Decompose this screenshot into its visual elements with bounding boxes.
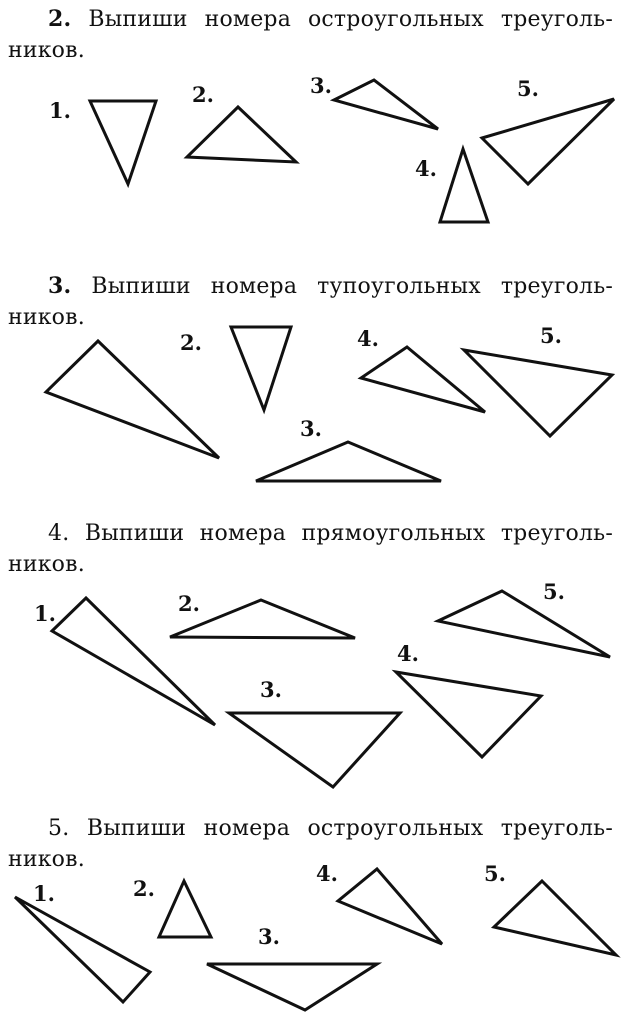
task-2-triangle-2 xyxy=(183,104,300,164)
task-2-number: 2. xyxy=(48,6,72,32)
task-4-triangle-4 xyxy=(391,669,545,760)
task-4-text: 4. Выпиши номера прямоугольных треуголь-… xyxy=(8,518,613,580)
task-5-label-2: 2. xyxy=(133,876,155,901)
task-4-triangle-2 xyxy=(169,598,356,640)
task-2-triangle-5 xyxy=(479,97,616,187)
task-4-figures: 1. 2. 5. 4. 3. xyxy=(0,580,630,800)
task-5-label-1: 1. xyxy=(33,881,55,906)
task-4-label-5: 5. xyxy=(543,580,565,604)
task-3-triangle-4 xyxy=(357,345,486,414)
task-5-figures: 1. 2. 4. 5. 3. xyxy=(0,860,630,1024)
task-3-svg: 2. 4. 5. 3. xyxy=(43,323,616,483)
task-2-triangle-1 xyxy=(87,99,159,189)
task-5-number: 5. xyxy=(48,816,70,841)
task-5-svg: 1. 2. 4. 5. 3. xyxy=(13,861,621,1012)
task-2-label-2: 2. xyxy=(192,82,214,107)
task-4-triangle-3 xyxy=(224,711,404,789)
task-5-label-4: 4. xyxy=(316,861,338,886)
task-3-figures: 2. 4. 5. 3. xyxy=(0,300,630,500)
task-3-triangle-1 xyxy=(43,338,221,460)
task-2-label-5: 5. xyxy=(517,76,539,101)
task-5-label-3: 3. xyxy=(258,924,280,949)
task-5-line2: ников. xyxy=(8,847,85,872)
task-2-line2: ников. xyxy=(8,38,85,63)
task-2-svg: 1. 2. 3. 4. 5. xyxy=(49,73,616,224)
task-3-label-2: 2. xyxy=(180,330,202,355)
task-5-label-5: 5. xyxy=(484,861,506,886)
task-5-triangle-4 xyxy=(335,866,444,946)
task-4-line1: Выпиши номера прямоугольных треуголь- xyxy=(84,521,613,546)
task-3-triangle-2 xyxy=(228,325,294,415)
task-3-number: 3. xyxy=(48,273,72,299)
task-3-line2: ников. xyxy=(8,305,85,330)
task-4-svg: 1. 2. 5. 4. 3. xyxy=(34,580,611,789)
task-3-triangle-3 xyxy=(255,440,442,483)
task-5-triangle-2 xyxy=(156,877,214,939)
task-2-label-3: 3. xyxy=(310,73,332,98)
task-2-label-4: 4. xyxy=(415,156,437,181)
task-4-triangle-1 xyxy=(49,595,217,727)
task-3-triangle-5 xyxy=(459,347,616,439)
task-2-label-1: 1. xyxy=(49,98,71,123)
task-4-line2: ников. xyxy=(8,552,85,577)
task-4-label-1: 1. xyxy=(34,601,56,626)
task-4-number: 4. xyxy=(48,521,70,546)
task-5-triangle-5 xyxy=(490,878,621,958)
task-4-label-4: 4. xyxy=(397,641,419,666)
task-5-text: 5. Выпиши номера остроугольных треуголь-… xyxy=(8,813,613,875)
task-3-label-3: 3. xyxy=(300,416,322,441)
task-2-triangle-3 xyxy=(329,78,439,131)
task-3-label-4: 4. xyxy=(357,326,379,351)
task-5-triangle-3 xyxy=(206,962,383,1012)
task-2-figures: 1. 2. 3. 4. 5. xyxy=(0,0,630,240)
task-5-line1: Выпиши номера остроугольных треуголь- xyxy=(86,816,613,841)
task-4-label-3: 3. xyxy=(260,677,282,702)
task-5-triangle-1 xyxy=(13,895,153,1005)
task-2-text: 2. Выпиши номера остроугольных треуголь-… xyxy=(8,4,613,66)
task-2-triangle-4 xyxy=(437,144,491,224)
task-3-label-5: 5. xyxy=(540,323,562,348)
task-4-triangle-5 xyxy=(433,589,611,659)
task-3-text: 3. Выпиши номера тупоугольных треуголь- … xyxy=(8,271,613,333)
task-2-line1: Выпиши номера остроугольных треуголь- xyxy=(88,7,613,32)
task-4-label-2: 2. xyxy=(178,591,200,616)
task-3-line1: Выпиши номера тупоугольных треуголь- xyxy=(91,274,614,299)
